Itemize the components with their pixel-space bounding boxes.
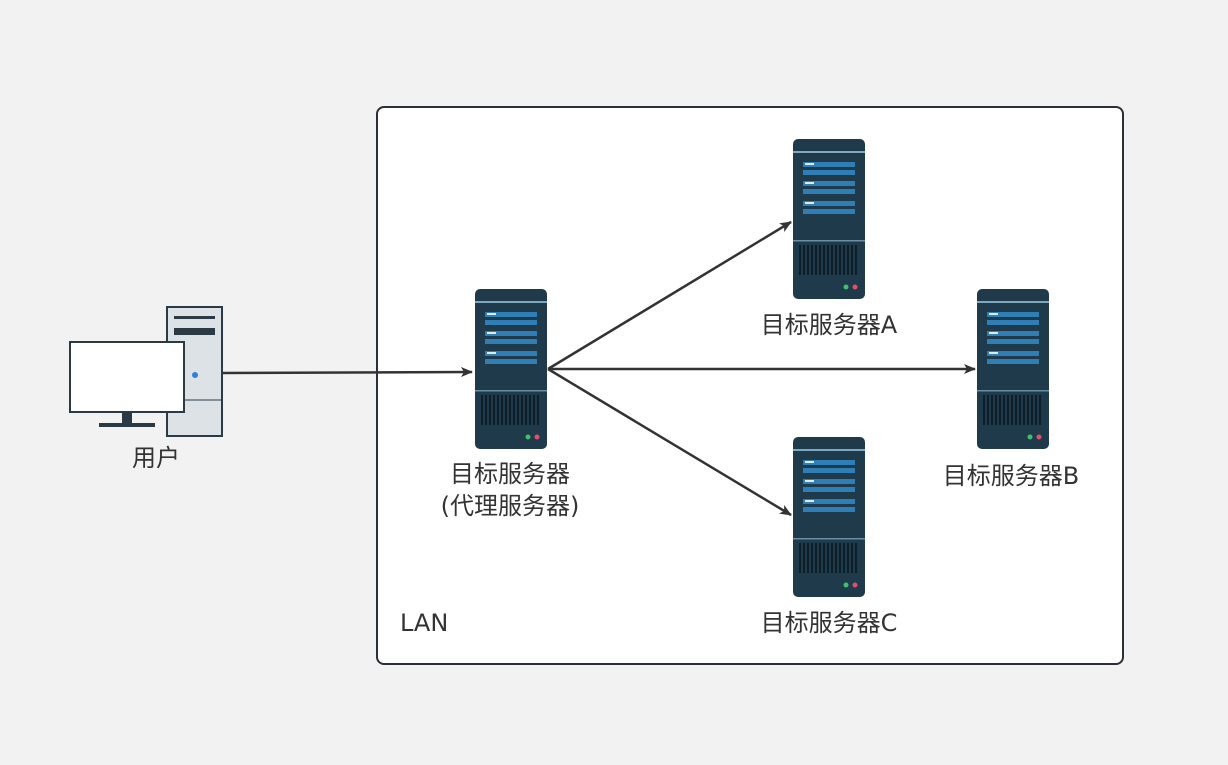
server-c-label: 目标服务器C xyxy=(760,609,898,637)
proxy-label-line1: 目标服务器 xyxy=(450,460,570,488)
server-icon-c xyxy=(793,437,865,597)
server-a-label: 目标服务器A xyxy=(760,311,898,339)
edge-proxy-server-c xyxy=(547,367,792,517)
lan-label: LAN xyxy=(400,609,449,637)
server-b-label: 目标服务器B xyxy=(942,462,1080,490)
server-icon-proxy xyxy=(475,289,547,449)
server-icon-a xyxy=(793,139,865,299)
desktop-computer-icon xyxy=(69,306,223,437)
edge-user-proxy xyxy=(222,367,473,378)
proxy-label-line2: (代理服务器) xyxy=(440,492,580,520)
server-icon-b xyxy=(977,289,1049,449)
user-label: 用户 xyxy=(132,444,180,472)
edge-proxy-server-a xyxy=(547,220,792,371)
